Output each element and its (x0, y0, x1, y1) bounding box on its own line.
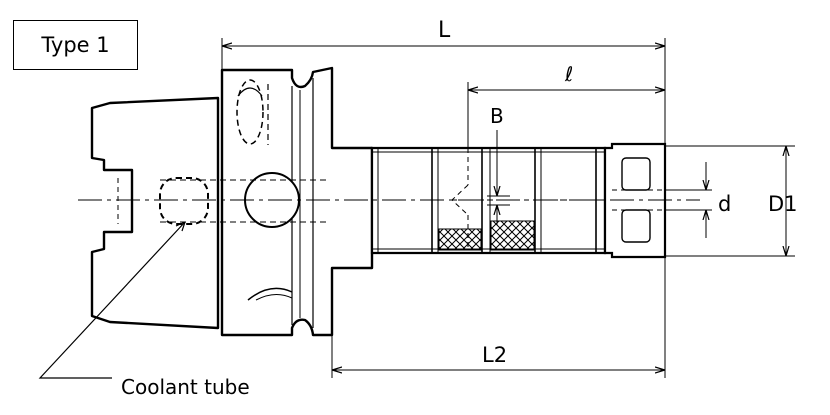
label-d: d (718, 192, 732, 216)
dimension-B (487, 130, 510, 225)
label-D1: D1 (768, 192, 798, 216)
taper-shank (90, 96, 220, 330)
lower-key-seat-inner (255, 294, 293, 301)
dimension-D1 (665, 145, 795, 257)
label-coolant-tube: Coolant tube (121, 375, 250, 399)
lower-key-seat (247, 287, 293, 301)
dimension-L (221, 38, 666, 144)
knurl-zone-1 (438, 228, 482, 251)
label-L: L (438, 18, 451, 43)
type-label: Type 1 (41, 33, 110, 57)
label-ell: ℓ (565, 62, 574, 86)
dimension-L2 (331, 257, 666, 378)
collet-slot-bottom (621, 209, 651, 243)
coolant-leader (38, 221, 186, 379)
label-B: B (490, 104, 504, 128)
collet-slot-top (621, 157, 651, 191)
dimension-d (665, 162, 712, 238)
type-label-box: Type 1 (13, 20, 138, 70)
keyway-top (237, 87, 263, 97)
knurl-zone-2 (490, 220, 535, 251)
keyway-slot (236, 79, 264, 145)
dimension-ell (467, 82, 665, 148)
label-L2: L2 (482, 343, 508, 367)
